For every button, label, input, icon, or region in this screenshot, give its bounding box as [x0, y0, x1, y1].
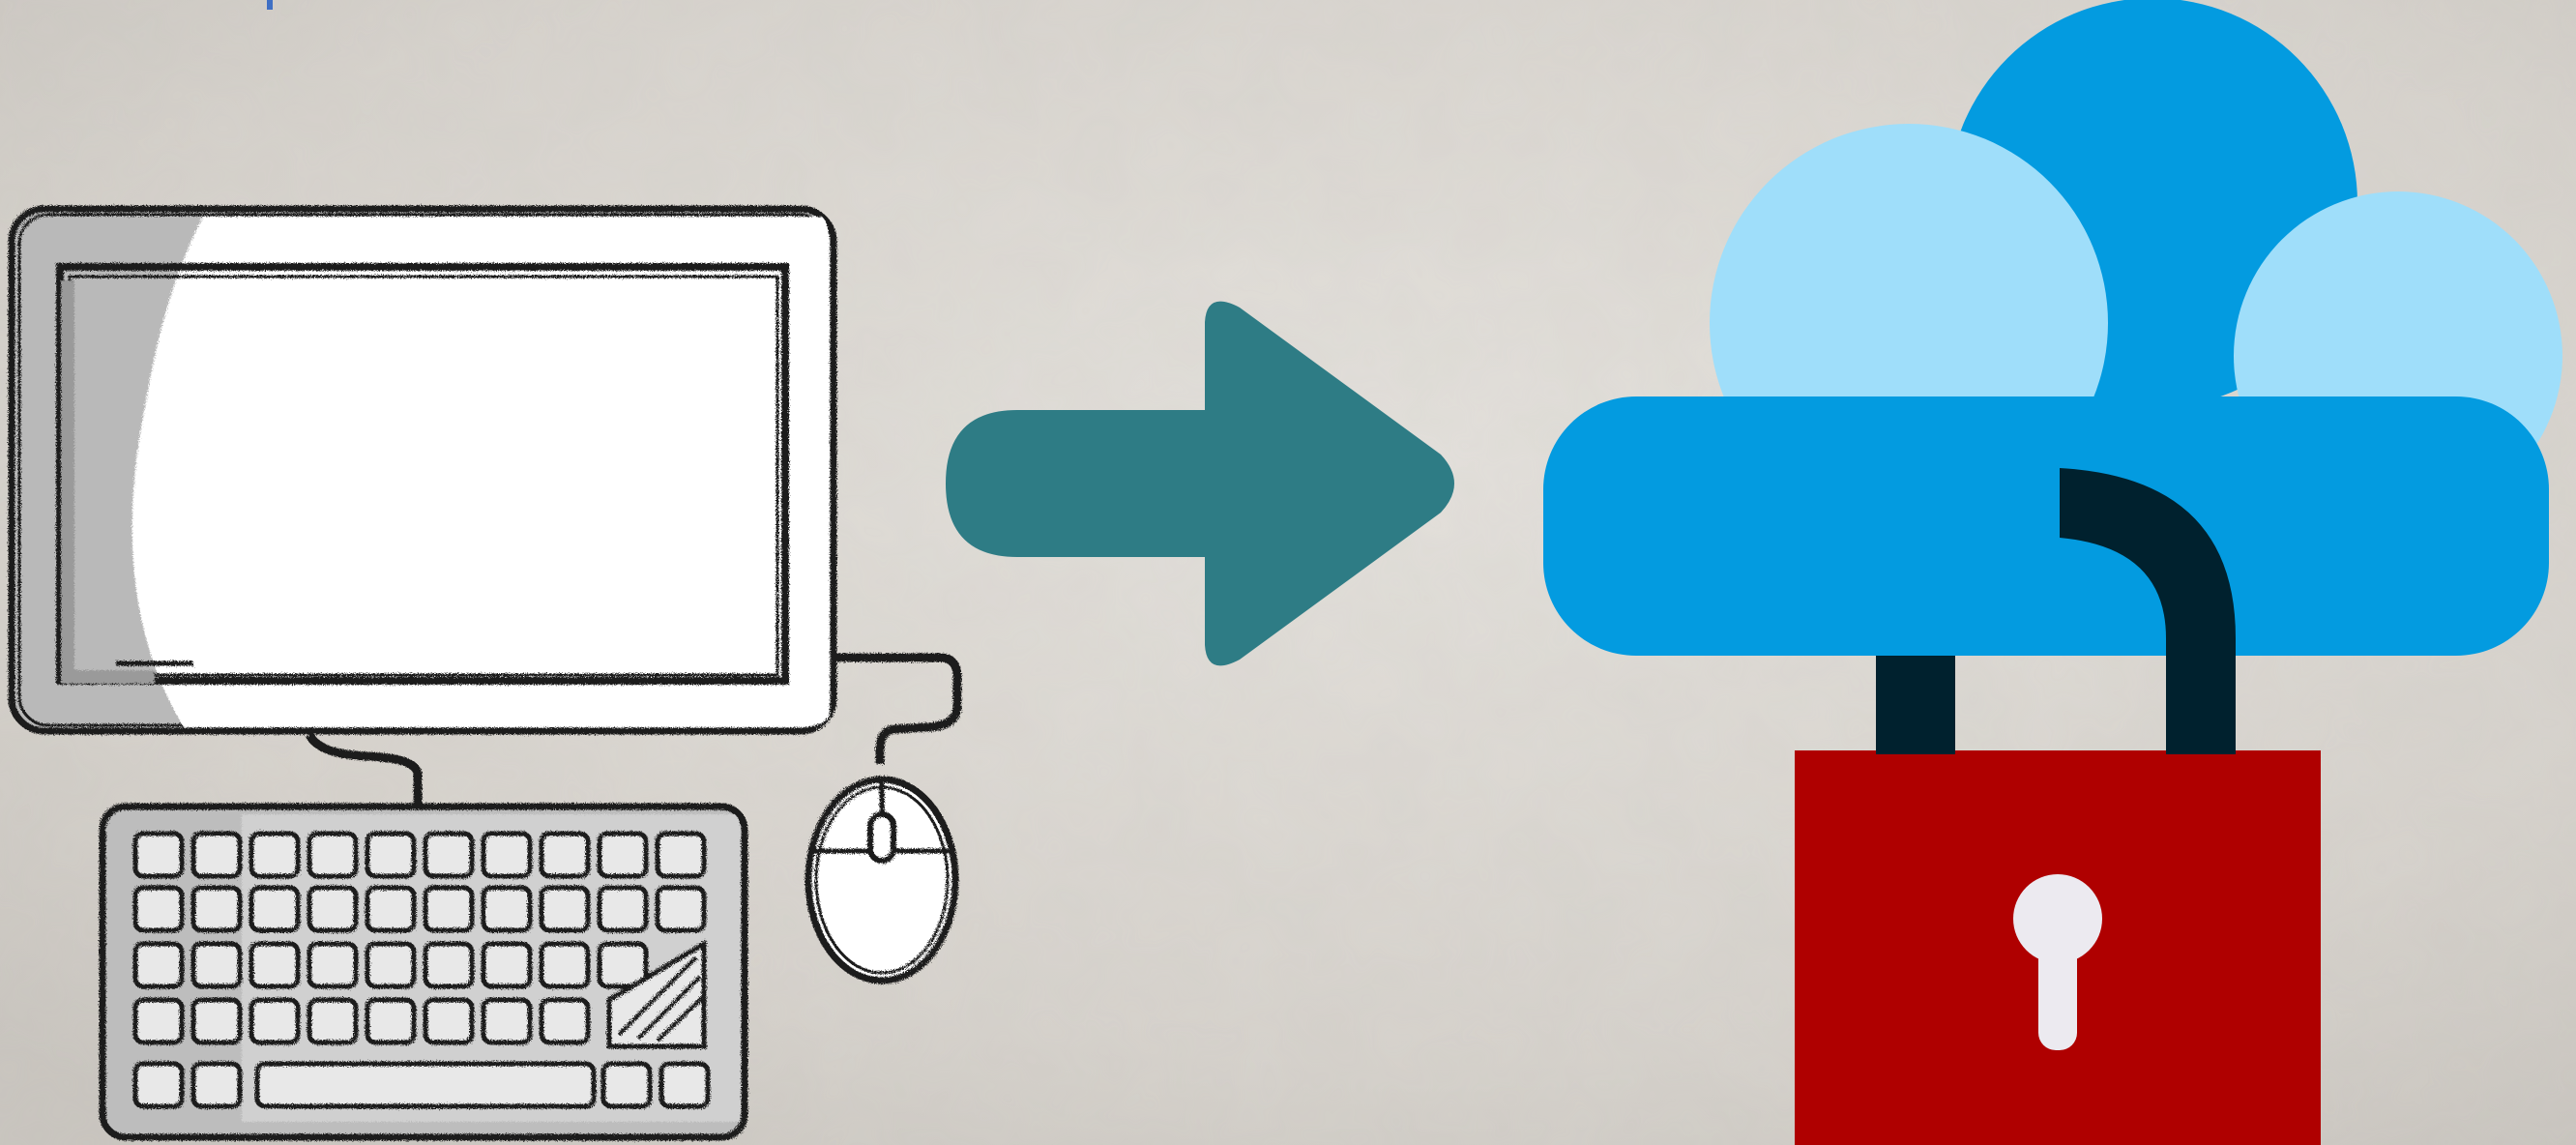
cloud-base — [1543, 396, 2549, 656]
mouse-icon — [808, 779, 955, 981]
top-edge-fragment — [267, 0, 273, 10]
monitor-icon — [12, 209, 834, 731]
keyboard-icon — [102, 807, 745, 1137]
